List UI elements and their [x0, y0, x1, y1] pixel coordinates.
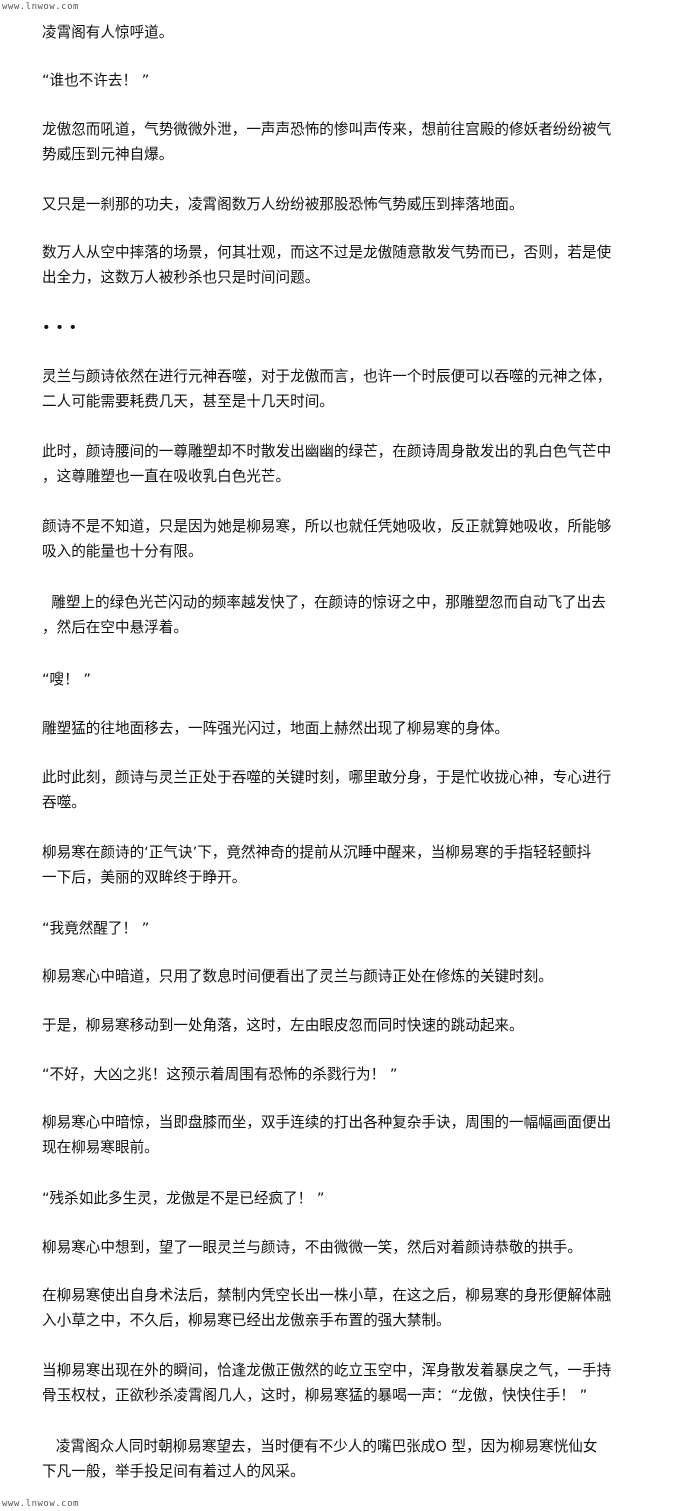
- paragraph: 柳易寒在颜诗的‘正气诀’下，竟然神奇的提前从沉睡中醒来，当柳易寒的手指轻轻颤抖 …: [42, 844, 592, 886]
- watermark-top: www.lnwow.com: [2, 2, 79, 12]
- paragraph: 数万人从空中摔落的场景，何其壮观，而这不过是龙傲随意散发气势而已，否则，若是使 …: [42, 244, 612, 286]
- paragraph: 在柳易寒使出自身术法后，禁制内凭空长出一株小草，在这之后，柳易寒的身形便解体融 …: [42, 1287, 612, 1329]
- paragraph: 灵兰与颜诗依然在进行元神吞噬，对于龙傲而言，也许一个时辰便可以吞噬的元神之体， …: [42, 368, 612, 410]
- paragraph: 柳易寒心中暗惊，当即盘膝而坐，双手连续的打出各种复杂手诀，周围的一幅幅画面便出 …: [42, 1114, 612, 1156]
- paragraph: “不好，大凶之兆！这预示着周围有恐怖的杀戮行为！ ”: [42, 1066, 398, 1083]
- paragraph: 龙傲忽而吼道，气势微微外泄，一声声恐怖的惨叫声传来，想前往宫殿的修妖者纷纷被气 …: [42, 121, 612, 163]
- watermark-bottom: www.lnwow.com: [2, 1499, 79, 1509]
- paragraph: 凌霄阁有人惊呼道。: [42, 24, 174, 41]
- paragraph: “我竟然醒了！ ”: [42, 920, 150, 937]
- paragraph: 雕塑猛的往地面移去，一阵强光闪过，地面上赫然出现了柳易寒的身体。: [42, 720, 510, 737]
- paragraph: 颜诗不是不知道，只是因为她是柳易寒，所以也就任凭她吸收，反正就算她吸收，所能够 …: [42, 518, 612, 560]
- paragraph: 柳易寒心中暗道，只用了数息时间便看出了灵兰与颜诗正处在修炼的关键时刻。: [42, 968, 553, 985]
- paragraph: 雕塑上的绿色光芒闪动的频率越发快了，在颜诗的惊讶之中，那雕塑忽而自动飞了出去 ，…: [42, 594, 606, 636]
- paragraph: 于是，柳易寒移动到一处角落，这时，左由眼皮忽而同时快速的跳动起来。: [42, 1017, 524, 1034]
- paragraph: “嗖！ ”: [42, 671, 91, 688]
- paragraph: 又只是一刹那的功夫，凌霄阁数万人纷纷被那股恐怖气势威压到摔落地面。: [42, 196, 524, 213]
- paragraph: “谁也不许去！ ”: [42, 72, 150, 89]
- paragraph: “残杀如此多生灵，龙傲是不是已经疯了！ ”: [42, 1190, 325, 1207]
- paragraph: 柳易寒心中想到，望了一眼灵兰与颜诗，不由微微一笑，然后对着颜诗恭敬的拱手。: [42, 1239, 582, 1256]
- paragraph: 此时此刻，颜诗与灵兰正处于吞噬的关键时刻，哪里敢分身，于是忙收拢心神，专心进行 …: [42, 769, 612, 811]
- paragraph: 此时，颜诗腰间的一尊雕塑却不时散发出幽幽的绿芒，在颜诗周身散发出的乳白色气芒中 …: [42, 443, 612, 485]
- paragraph: 凌霄阁众人同时朝柳易寒望去，当时便有不少人的嘴巴张成O 型，因为柳易寒恍仙女 下…: [42, 1438, 598, 1480]
- paragraph-ellipsis: • • •: [42, 319, 78, 336]
- paragraph: 当柳易寒出现在外的瞬间，恰逢龙傲正傲然的屹立玉空中，浑身散发着暴戾之气，一手持 …: [42, 1362, 612, 1404]
